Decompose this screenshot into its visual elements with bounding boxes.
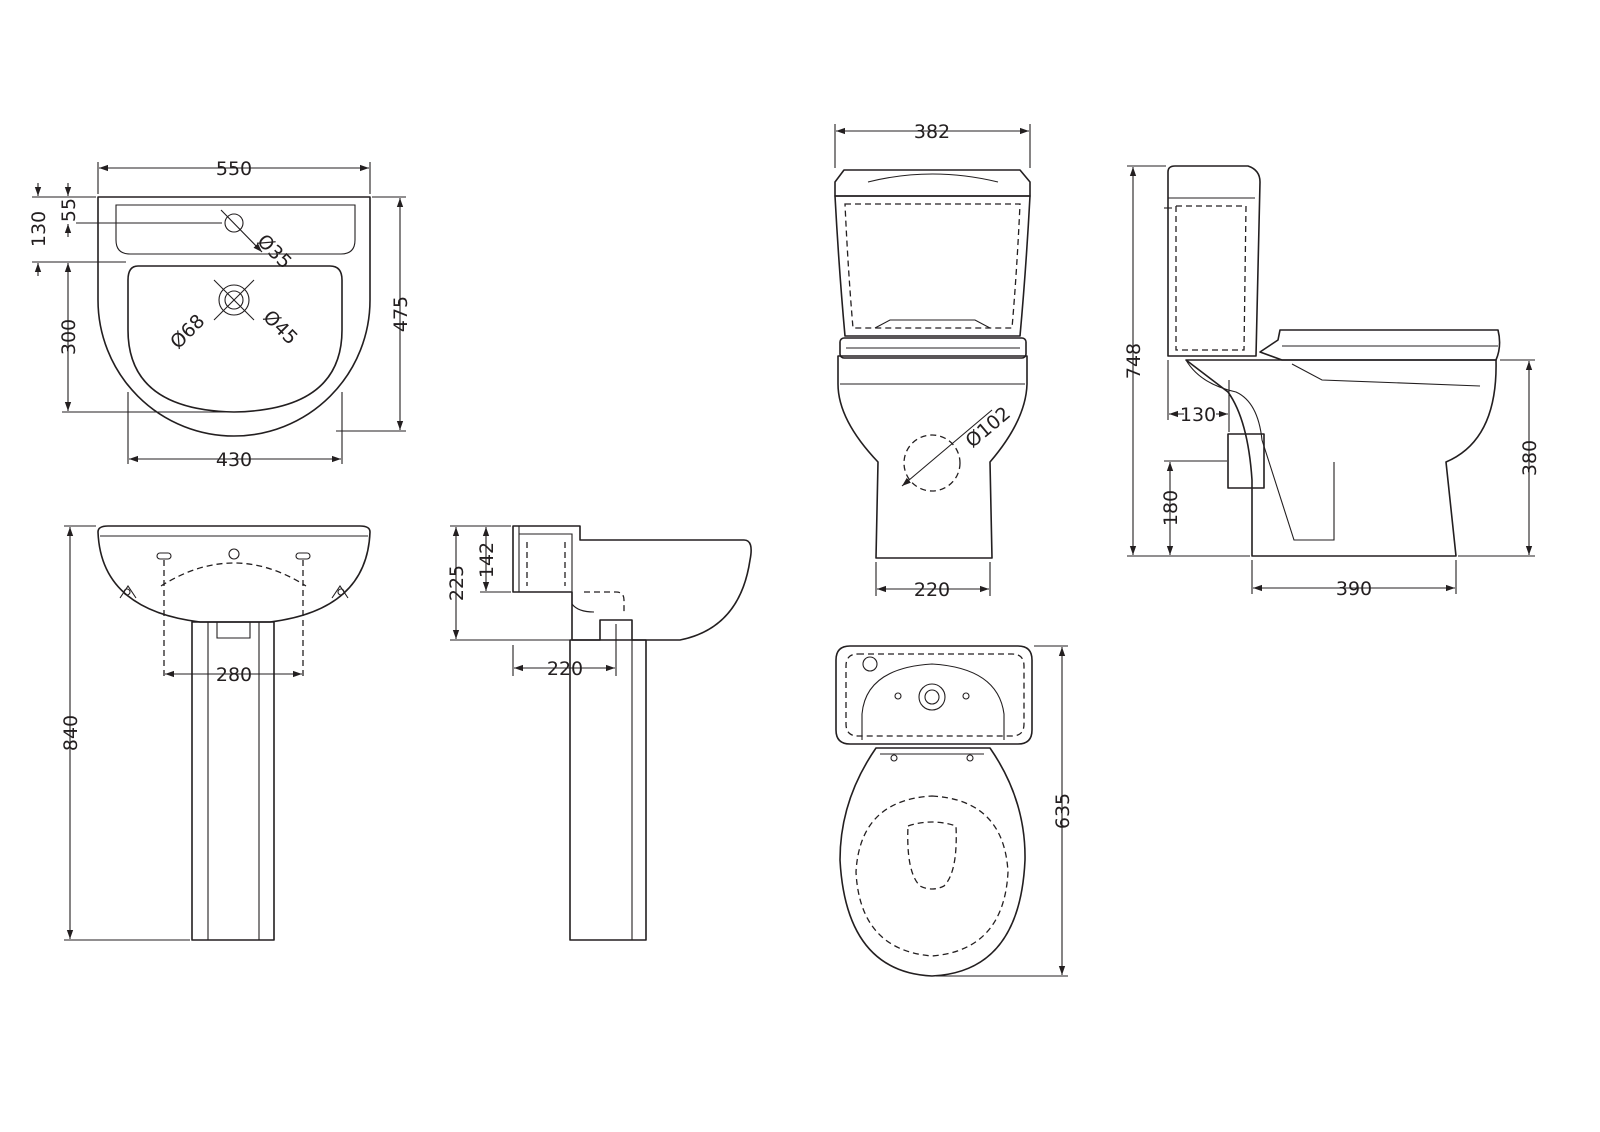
cistern-front bbox=[834, 195, 1031, 337]
wc-seat-plan bbox=[839, 747, 1026, 977]
outlet-spigot bbox=[1227, 433, 1265, 489]
basin-depth-label: 475 bbox=[390, 296, 412, 332]
basin-side-height-label: 225 bbox=[446, 565, 468, 601]
wc-side-dimensions: 748 380 130 180 390 bbox=[1123, 165, 1541, 600]
right-fixing-slot bbox=[295, 552, 311, 560]
basin-height-label: 840 bbox=[60, 715, 82, 751]
wall-to-outlet-label: 130 bbox=[1180, 404, 1216, 426]
bowl-depth-label: 300 bbox=[58, 319, 80, 355]
basin-front-dimensions: 840 280 bbox=[60, 525, 302, 941]
foot-depth-label: 390 bbox=[1336, 578, 1372, 600]
wc-total-height-label: 748 bbox=[1123, 343, 1145, 379]
tap-hole bbox=[224, 213, 244, 233]
basin-top-outline bbox=[97, 196, 371, 437]
waste-inner-dia-label: Ø45 bbox=[259, 306, 302, 349]
left-fixing-slot bbox=[156, 552, 172, 560]
wc-plan-dimensions: 635 bbox=[936, 645, 1074, 977]
waste-outer-dia-label: Ø68 bbox=[166, 310, 209, 353]
wc-plan-view bbox=[835, 645, 1033, 977]
cistern-width-label: 382 bbox=[914, 121, 950, 143]
tap-hole-edge-label: 55 bbox=[58, 198, 80, 222]
basin-side-body bbox=[512, 525, 752, 641]
wc-pan-front bbox=[837, 355, 1028, 559]
front-tap-hole bbox=[228, 548, 240, 560]
wc-seat-side bbox=[1259, 329, 1501, 361]
basin-front-view bbox=[97, 525, 371, 941]
fixing-centres-label: 280 bbox=[216, 664, 252, 686]
bowl-width-label: 430 bbox=[216, 449, 252, 471]
wc-length-label: 635 bbox=[1052, 793, 1074, 829]
wc-side-view bbox=[1164, 165, 1501, 557]
basin-pedestal-front bbox=[191, 621, 275, 941]
wc-pan-side bbox=[1185, 359, 1497, 557]
basin-projection-label: 220 bbox=[547, 658, 583, 680]
basin-deck-well bbox=[115, 204, 356, 255]
outlet-dia-label: Ø102 bbox=[961, 403, 1014, 453]
basin-width-label: 550 bbox=[216, 158, 252, 180]
wc-front-dimensions: 382 220 bbox=[834, 121, 1031, 601]
basin-side-dimensions: 225 142 220 bbox=[446, 525, 617, 680]
basin-pedestal-side bbox=[569, 639, 647, 941]
basin-bowl bbox=[127, 265, 343, 413]
outlet-height-label: 180 bbox=[1160, 490, 1182, 526]
waste-inner bbox=[224, 290, 244, 310]
pan-height-label: 380 bbox=[1519, 440, 1541, 476]
basin-front-body bbox=[97, 525, 371, 623]
tap-hole-dia-label: Ø35 bbox=[253, 230, 296, 273]
wc-outlet bbox=[903, 434, 961, 492]
wc-front-view: Ø102 bbox=[834, 169, 1031, 559]
waste-outer bbox=[218, 284, 250, 316]
wc-seat-front bbox=[839, 337, 1027, 359]
flush-button bbox=[918, 683, 946, 711]
cistern-side bbox=[1167, 165, 1261, 357]
foot-width-label: 220 bbox=[914, 579, 950, 601]
basin-top-view bbox=[76, 196, 371, 437]
bracket-height-label: 142 bbox=[476, 542, 498, 578]
basin-side-view bbox=[512, 525, 752, 941]
cistern-plan bbox=[835, 645, 1033, 745]
tap-offset-label: 130 bbox=[28, 211, 50, 247]
